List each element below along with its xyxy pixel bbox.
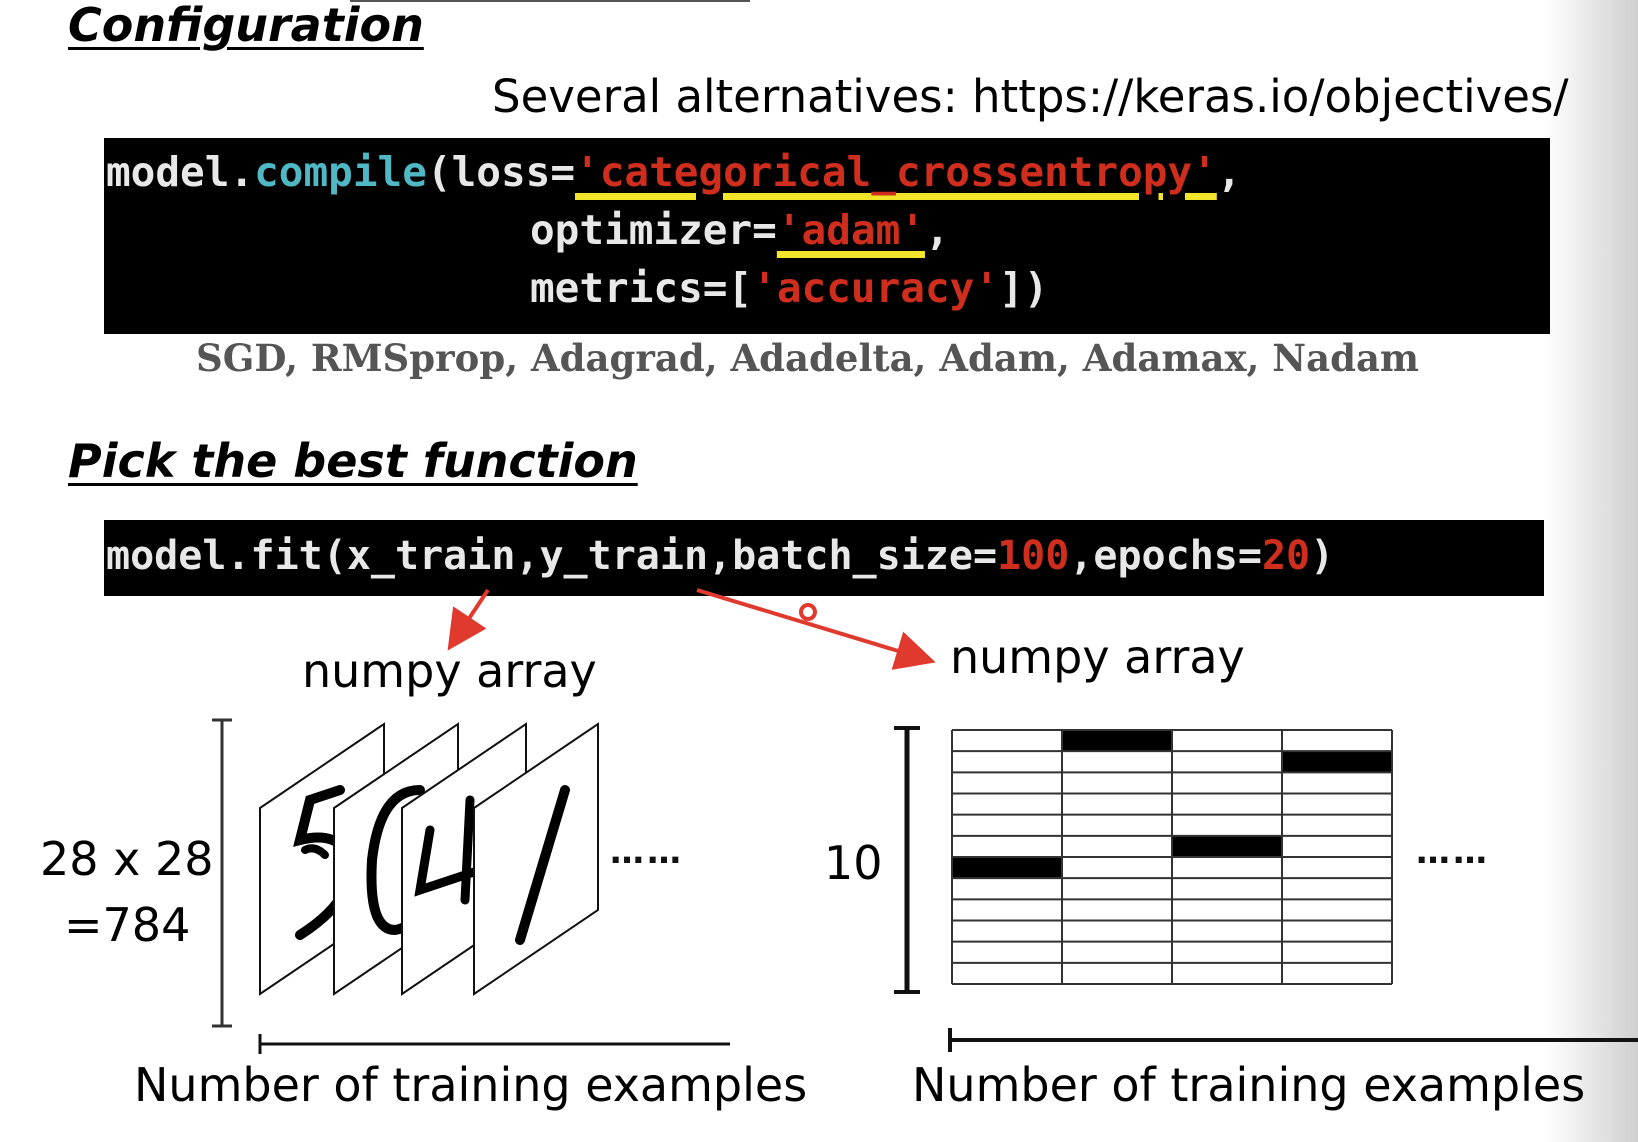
metrics-value: 'accuracy' [752, 264, 1000, 312]
code-text: (loss= [426, 148, 576, 196]
top-rule [350, 0, 750, 2]
code-text: ]) [999, 264, 1049, 312]
batch-size-value: 100 [997, 533, 1070, 579]
pick-best-function-heading: Pick the best function [68, 434, 638, 488]
code-text: optimizer= [530, 206, 777, 254]
left-numpy-array-label: numpy array [302, 644, 597, 698]
left-ellipsis: …… [610, 832, 684, 872]
compile-function-name: compile [254, 148, 427, 196]
right-axis-label: Number of training examples [912, 1058, 1586, 1112]
y-train-arrow [696, 588, 936, 670]
one-hot-cell [1062, 730, 1172, 752]
compile-line-2: optimizer='adam', [530, 206, 950, 254]
one-hot-grid [951, 729, 1393, 985]
epochs-value: 20 [1261, 533, 1311, 579]
code-text: model. [106, 148, 255, 196]
code-text: model.fit(x_train,y_train,batch_size= [106, 533, 998, 579]
right-ellipsis: …… [1416, 832, 1490, 872]
loss-value: 'categorical_crossentropy' [575, 148, 1217, 196]
code-text: ) [1310, 533, 1335, 579]
compile-line-1: model.compile(loss='categorical_crossent… [106, 148, 1242, 196]
one-hot-cell [1282, 751, 1392, 773]
one-hot-cell [952, 857, 1062, 879]
image-size-label: =784 [64, 898, 191, 952]
optimizer-value: 'adam' [776, 206, 925, 254]
fit-code-box: model.fit(x_train,y_train,batch_size=100… [104, 520, 1544, 596]
code-text: , [1216, 148, 1242, 196]
code-text: ,epochs= [1069, 533, 1262, 579]
compile-line-3: metrics=['accuracy']) [530, 264, 1048, 312]
image-dimension-label: 28 x 28 [40, 832, 214, 886]
x-train-arrow [447, 588, 490, 651]
compile-code-box: model.compile(loss='categorical_crossent… [104, 138, 1550, 334]
cursor-marker [799, 603, 817, 621]
mnist-digit-1-card [473, 722, 599, 996]
left-axis-label: Number of training examples [134, 1058, 808, 1112]
alternatives-note: Several alternatives: https://keras.io/o… [492, 70, 1569, 123]
class-count-label: 10 [824, 836, 883, 890]
right-edge-shade [1545, 0, 1638, 1142]
code-text: metrics=[ [530, 264, 753, 312]
code-text: , [924, 206, 950, 254]
configuration-heading: Configuration [68, 0, 424, 52]
optimizers-list: SGD, RMSprop, Adagrad, Adadelta, Adam, A… [196, 336, 1420, 380]
one-hot-cell [1172, 835, 1282, 857]
right-numpy-array-label: numpy array [950, 630, 1245, 684]
fit-line: model.fit(x_train,y_train,batch_size=100… [106, 533, 1334, 579]
